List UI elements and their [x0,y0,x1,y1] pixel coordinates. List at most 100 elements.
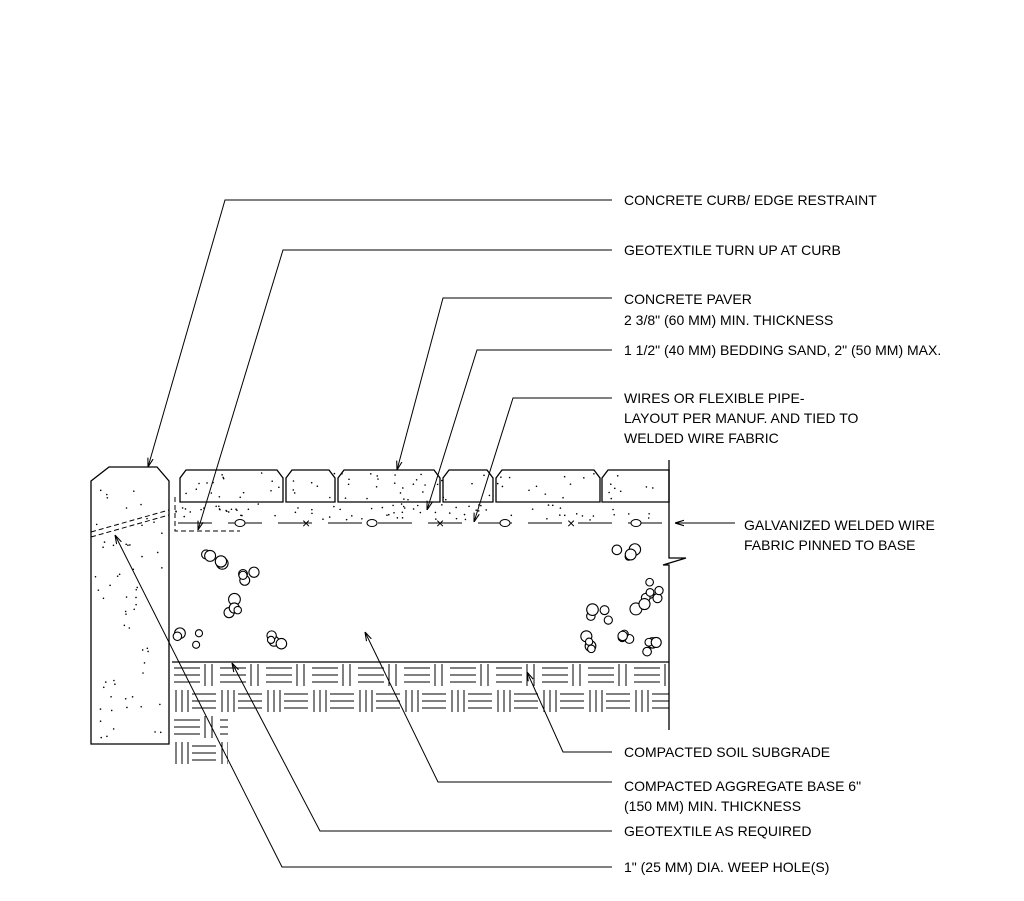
paver [442,469,494,503]
concrete-pavers [179,469,670,503]
dot [339,508,341,511]
wire-cross: × [567,515,575,531]
dot [222,476,224,479]
dot [402,487,404,489]
dot [161,567,163,569]
dot [311,508,313,511]
dot [496,482,499,485]
dot [445,498,447,501]
dot [135,596,137,599]
dot [316,485,319,487]
stone [642,646,652,657]
dot [416,504,419,507]
leader-sand [427,349,612,510]
label-base-1: COMPACTED AGGREGATE BASE 6" [624,778,861,794]
stone [172,631,183,642]
dot [123,624,126,627]
stone [204,549,217,562]
leader-paver [397,297,612,470]
stone [233,605,243,615]
label-geotextile-turn: GEOTEXTILE TURN UP AT CURB [624,242,841,258]
stone [238,570,248,580]
dot [535,485,538,488]
stone [586,603,599,616]
dot [562,496,564,499]
label-geotextile-req: GEOTEXTILE AS REQUIRED [624,823,812,839]
dot [531,508,534,510]
paver [601,469,670,503]
dot [424,484,426,486]
dot [488,494,491,497]
dot [544,493,547,495]
stone [617,630,628,642]
dot [239,496,242,499]
dot [141,649,144,651]
label-base-2: (150 MM) MIN. THICKNESS [624,798,801,814]
dot [609,483,612,486]
wire-cross: × [302,515,310,531]
dot [393,511,395,514]
dot [463,513,466,516]
dot [563,514,566,517]
dot [442,496,445,499]
leader-base [365,632,612,783]
stone [194,629,204,638]
dot [351,515,353,517]
dot [468,505,470,508]
stone [603,615,613,625]
dot [500,476,502,478]
dot [485,509,487,511]
dot [257,503,260,505]
dot [381,506,384,509]
dot [403,507,406,509]
weep-hole-edge [90,514,170,538]
label-soil: COMPACTED SOIL SUBGRADE [624,744,830,760]
texture-dots [94,472,654,739]
dot [475,509,478,511]
leader-soil [527,672,612,753]
dot [242,491,245,494]
dot [221,474,223,476]
stone [645,587,655,597]
dot [345,518,348,521]
dot [125,596,128,598]
dot [333,472,336,475]
dot [399,492,402,494]
dot [652,487,654,489]
dot [419,511,422,514]
dot [455,517,458,520]
stone [599,605,610,616]
dot [230,508,233,511]
label-wires-1: WIRES OR FLEXIBLE PIPE- [624,390,805,406]
dot [97,589,100,591]
dot [99,720,102,722]
label-fabric-1: GALVANIZED WELDED WIRE [744,517,935,533]
dot [133,608,136,611]
dot [647,517,650,519]
dot [140,705,143,708]
dot [110,695,112,698]
dot [401,517,404,519]
dot [106,735,108,738]
pipe-section [234,519,246,527]
dot [322,518,324,520]
leader-weep [115,535,612,868]
dot [102,597,105,600]
dot [104,681,107,683]
dot [608,491,610,494]
dot [198,482,200,485]
concrete-curb [90,466,170,745]
pipe-section [499,519,511,527]
dot [124,610,127,613]
dot [118,573,121,576]
dot [477,510,480,512]
dot [129,544,131,546]
leader-wires [474,397,612,522]
dot [401,511,404,514]
stone [654,585,664,596]
dot [348,478,350,481]
dot [435,518,437,520]
dot [396,517,399,519]
paver [285,469,336,503]
